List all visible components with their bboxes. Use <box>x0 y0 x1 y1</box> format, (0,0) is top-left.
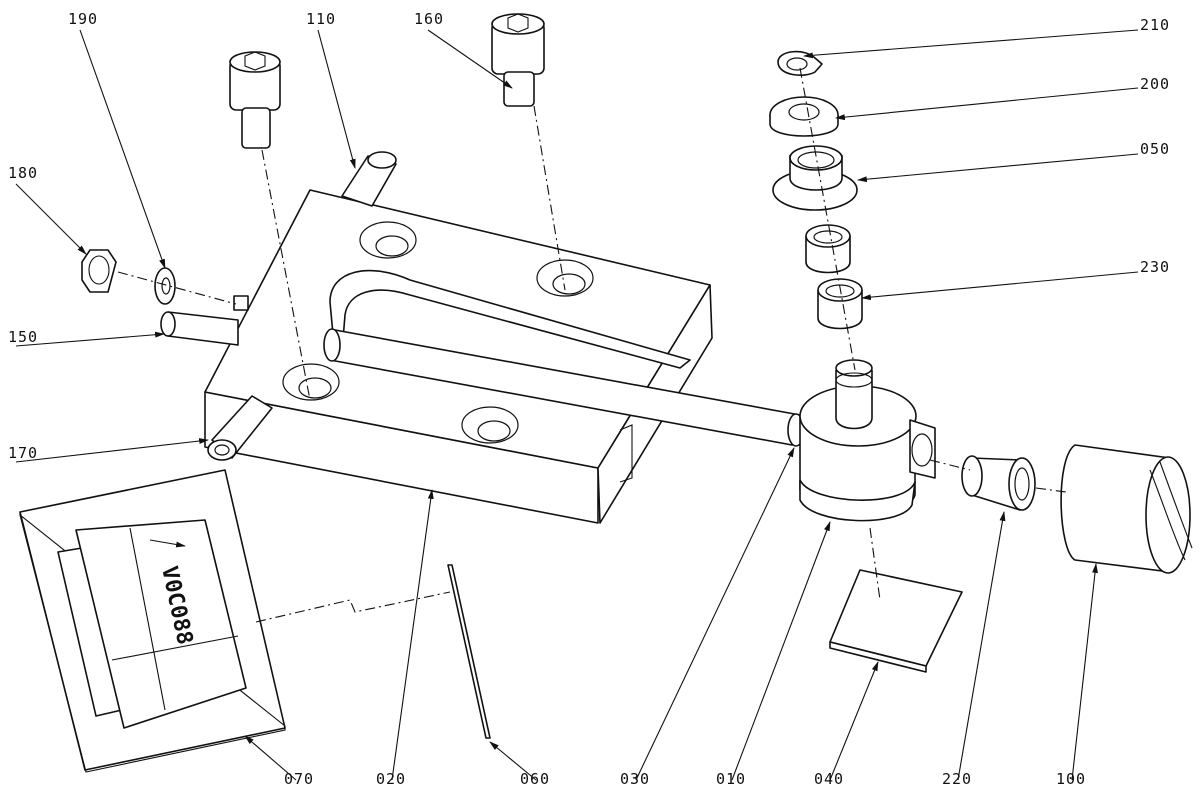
label-160: 160 <box>414 10 444 28</box>
label-200: 200 <box>1140 75 1170 93</box>
label-150: 150 <box>8 328 38 346</box>
callout-leaders <box>15 29 1139 781</box>
label-100: 100 <box>1056 770 1086 788</box>
label-020: 020 <box>376 770 406 788</box>
label-030: 030 <box>620 770 650 788</box>
assembly-center-lines <box>117 67 1067 623</box>
label-050: 050 <box>1140 140 1170 158</box>
pin-110 <box>341 151 397 207</box>
plate-040 <box>829 569 963 673</box>
hub-010 <box>799 359 936 522</box>
label-180: 180 <box>8 164 38 182</box>
document-070: V0C088 <box>19 469 286 773</box>
label-070: 070 <box>284 770 314 788</box>
label-110: 110 <box>306 10 336 28</box>
sleeve-220 <box>961 455 1036 511</box>
label-220: 220 <box>942 770 972 788</box>
nut-180 <box>81 249 117 293</box>
screw-160-left <box>229 51 281 149</box>
washer-200 <box>769 96 839 137</box>
bushing-050 <box>772 145 858 211</box>
pin-170 <box>207 395 273 461</box>
label-210: 210 <box>1140 16 1170 34</box>
label-170: 170 <box>8 444 38 462</box>
label-230: 230 <box>1140 258 1170 276</box>
knob-100 <box>1060 444 1193 574</box>
screw-160-right <box>491 13 545 107</box>
label-040: 040 <box>814 770 844 788</box>
shim-060 <box>447 564 491 739</box>
callout-labels: 190 110 160 210 200 050 180 230 150 170 … <box>8 10 1170 788</box>
label-010: 010 <box>716 770 746 788</box>
label-060: 060 <box>520 770 550 788</box>
label-190: 190 <box>68 10 98 28</box>
washer-190 <box>154 267 176 305</box>
pin-150 <box>160 295 249 346</box>
sleeve-upper <box>805 224 851 274</box>
